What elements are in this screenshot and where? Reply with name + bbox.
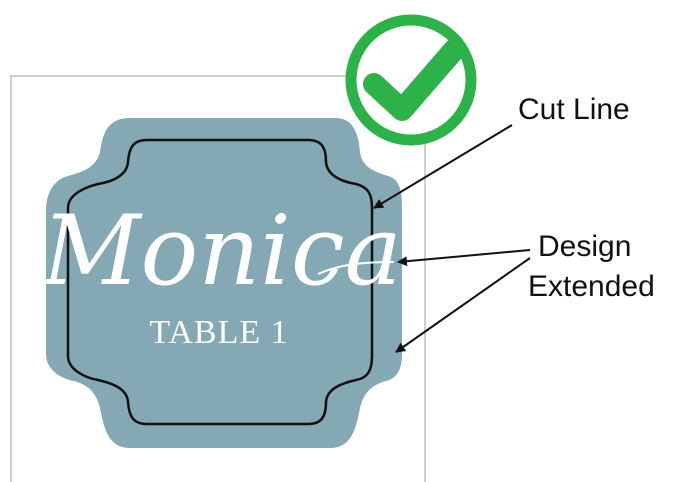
cut-line-path (66, 138, 374, 426)
design-background-extended (46, 118, 402, 448)
design-table-text: TABLE 1 (149, 314, 288, 351)
arrow-design-extended-lower (395, 257, 531, 353)
design-extended-label-line1: Design (538, 230, 631, 263)
design-name-text: Monica (40, 195, 402, 307)
name-flourish (317, 261, 395, 275)
artboard-border (10, 75, 426, 482)
arrow-cut-line (373, 124, 513, 209)
arrow-design-extended-upper (397, 249, 531, 267)
check-circle-icon (345, 14, 477, 146)
cut-line-label: Cut Line (518, 93, 630, 126)
design-extended-label-line2: Extended (528, 270, 655, 303)
